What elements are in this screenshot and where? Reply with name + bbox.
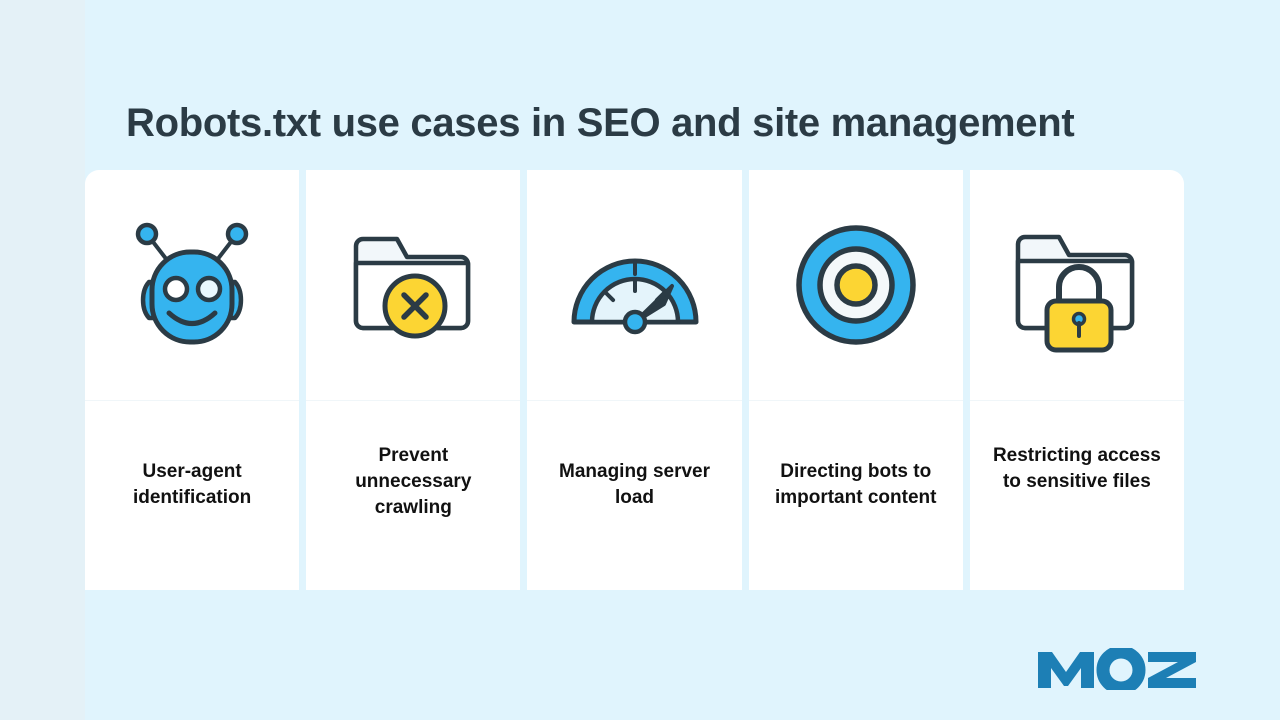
target-bullseye-icon: [781, 210, 931, 360]
folder-blocked-icon: [338, 210, 488, 360]
card-icon-area: [85, 170, 300, 401]
card-icon-area: [306, 170, 521, 401]
use-case-card-server-load[interactable]: Managing server load: [527, 170, 742, 590]
speedometer-icon: [560, 210, 710, 360]
folder-locked-icon: [1002, 210, 1152, 360]
moz-logo: [1036, 648, 1200, 690]
use-case-card-directing-bots[interactable]: Directing bots to important content: [748, 170, 963, 590]
use-case-card-user-agent[interactable]: User-agent identification: [85, 170, 300, 590]
card-label: Prevent unnecessary crawling: [355, 445, 472, 519]
card-icon-area: [527, 170, 742, 401]
page-title: Robots.txt use cases in SEO and site man…: [126, 100, 1075, 145]
card-label: User-agent identification: [132, 461, 252, 509]
card-label: Directing bots to important content: [774, 461, 937, 509]
card-icon-area: [969, 170, 1185, 401]
card-icon-area: [748, 170, 963, 401]
card-label: Restricting access to sensitive files: [992, 445, 1161, 493]
robot-icon: [117, 210, 267, 360]
use-case-card-restricting-access[interactable]: Restricting access to sensitive files: [969, 170, 1185, 590]
use-case-card-row: User-agent identification: [85, 170, 1185, 590]
use-case-card-prevent-crawling[interactable]: Prevent unnecessary crawling: [306, 170, 521, 590]
card-label: Managing server load: [559, 461, 710, 509]
